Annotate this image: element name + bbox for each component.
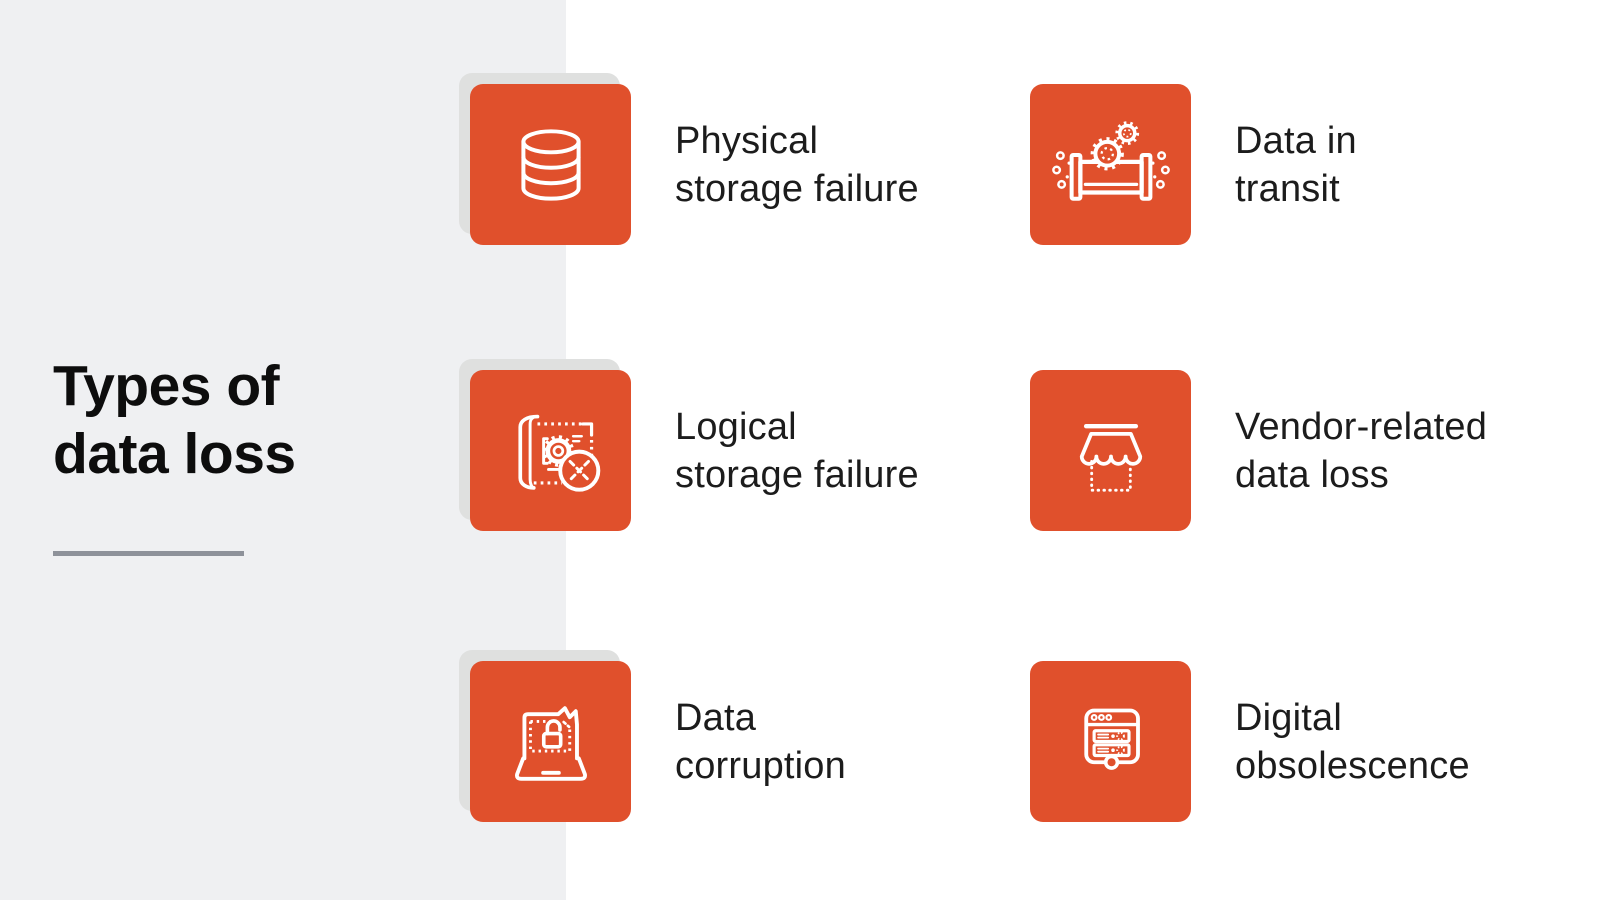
card-label-line2: transit — [1235, 167, 1340, 210]
broken-laptop-icon — [514, 705, 587, 781]
card-label-line2: corruption — [675, 744, 846, 787]
card-label: Digital obsolescence — [1235, 694, 1470, 790]
tile-vendor-related-data-loss — [1030, 370, 1191, 531]
card-label: Logical storage failure — [675, 403, 919, 499]
card-label-line2: obsolescence — [1235, 744, 1470, 787]
card-data-in-transit: Data in transit — [1030, 84, 1357, 245]
database-icon — [520, 128, 581, 201]
card-label: Data in transit — [1235, 117, 1357, 213]
card-label-line2: storage failure — [675, 453, 919, 496]
card-physical-storage-failure: Physical storage failure — [459, 73, 919, 245]
storefront-icon — [1079, 423, 1142, 492]
card-digital-obsolescence: Digital obsolescence — [1030, 661, 1470, 822]
card-label-line1: Data — [675, 696, 757, 739]
card-label-line2: data loss — [1235, 453, 1389, 496]
tile-logical-storage-failure — [459, 359, 631, 531]
card-label: Physical storage failure — [675, 117, 919, 213]
tile-physical-storage-failure — [459, 73, 631, 245]
card-label-line1: Digital — [1235, 696, 1342, 739]
card-label-line1: Data in — [1235, 119, 1357, 162]
legacy-system-icon — [1083, 708, 1140, 770]
card-label-line1: Logical — [675, 405, 797, 448]
card-label: Data corruption — [675, 694, 846, 790]
tile-data-corruption — [459, 650, 631, 822]
tile-data-in-transit — [1030, 84, 1191, 245]
card-label: Vendor-related data loss — [1235, 403, 1487, 499]
blueprint-error-icon — [517, 414, 600, 492]
page-title: Types of data loss — [53, 352, 296, 488]
card-data-corruption: Data corruption — [459, 650, 846, 822]
card-label-line1: Vendor-related — [1235, 405, 1488, 448]
page-title-line1: Types of — [53, 354, 280, 418]
title-underline — [53, 551, 244, 556]
card-label-line2: storage failure — [675, 167, 919, 210]
card-vendor-related-data-loss: Vendor-related data loss — [1030, 370, 1487, 531]
card-label-line1: Physical — [675, 119, 819, 162]
page-title-line2: data loss — [53, 422, 296, 486]
card-logical-storage-failure: Logical storage failure — [459, 359, 919, 531]
pipe-data-flow-icon — [1051, 120, 1170, 201]
tile-digital-obsolescence — [1030, 661, 1191, 822]
